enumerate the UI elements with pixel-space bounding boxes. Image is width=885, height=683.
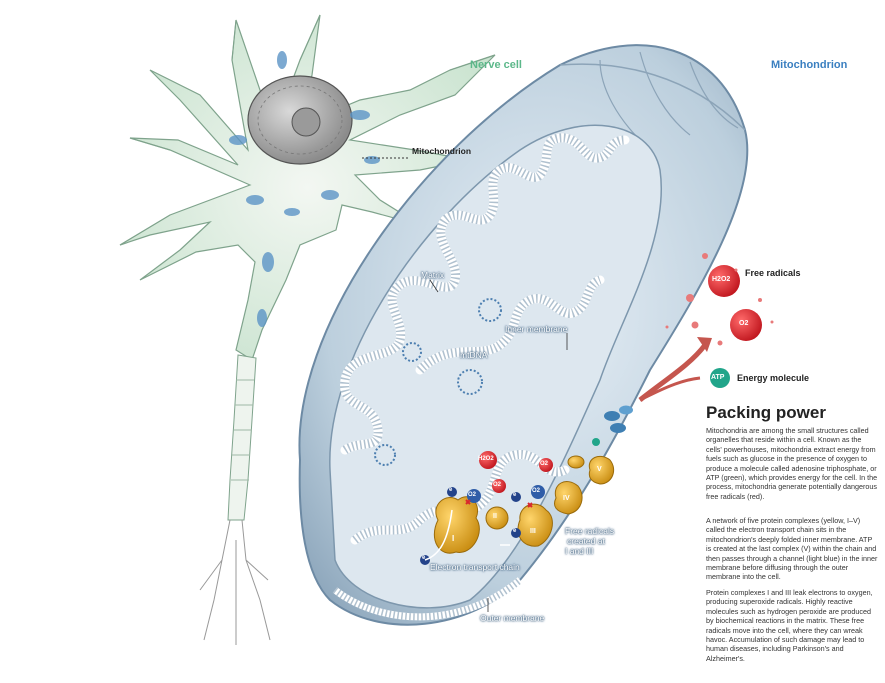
- panel-heading: Packing power: [706, 403, 826, 422]
- matrix-label: Matrix: [421, 270, 445, 280]
- superoxide-legend-label: O2: [739, 320, 749, 327]
- complex-i-label: I: [452, 534, 455, 543]
- energy-molecule-legend-text: Energy molecule: [737, 373, 810, 383]
- mitochondrion-title: Mitochondrion: [771, 59, 848, 71]
- panel-paragraph-3: Protein complexes I and III leak electro…: [706, 588, 873, 663]
- nerve-cell-title: Nerve cell: [470, 59, 522, 71]
- mitochondrion-callout-label: Mitochondrion: [412, 146, 472, 156]
- electron-transport-chain-label: Electron transport chain: [430, 562, 520, 572]
- mtdna-label: mtDNA: [460, 350, 488, 360]
- free-radicals-created-label-line1: Free radicals: [565, 526, 615, 536]
- complex-iv-label: IV: [563, 495, 570, 502]
- electron-label-3: e: [422, 555, 426, 561]
- free-radicals-legend-graphic: [665, 253, 774, 388]
- inner-membrane-label: Inner membrane: [505, 324, 568, 334]
- superoxide-small-label: O2: [493, 482, 502, 488]
- oxygen-label-2: O2: [532, 488, 541, 494]
- free-radicals-created-label-line2: created at: [567, 536, 605, 546]
- oxygen-label: O2: [468, 492, 477, 498]
- mitochondrion-drawing: [298, 44, 749, 626]
- electron-transport-chain: [420, 405, 633, 565]
- complex-v-label: V: [597, 466, 602, 473]
- panel-paragraph-1: Mitochondria are among the small structu…: [706, 426, 878, 501]
- h2o2-legend-label: H2O2: [712, 276, 731, 283]
- h2o2-small-label: H2O2: [478, 456, 494, 462]
- superoxide-small-label-2: O2: [540, 461, 549, 467]
- electron-label-2: e: [513, 492, 517, 498]
- free-radicals-legend-text: Free radicals: [745, 268, 801, 278]
- complex-ii-label: II: [493, 513, 497, 520]
- outer-membrane-label: Outer membrane: [480, 613, 545, 623]
- panel-paragraph-2: A network of five protein complexes (yel…: [706, 516, 878, 582]
- electron-label-4: e: [513, 528, 517, 534]
- nerve-cell-drawing: [119, 14, 496, 645]
- electron-label: e: [449, 487, 453, 493]
- complex-iii-label: III: [530, 528, 536, 535]
- atp-legend-label: ATP: [711, 374, 725, 381]
- free-radicals-created-label-line3: I and III: [565, 546, 594, 556]
